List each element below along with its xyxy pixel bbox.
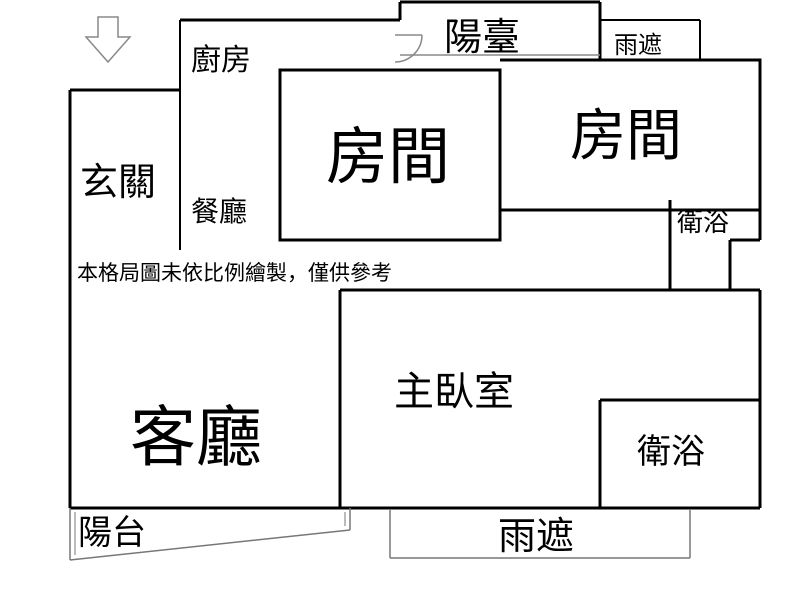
bottom-balcony [69, 508, 351, 561]
label-bath-2: 衛浴 [637, 432, 705, 472]
label-balcony-bottom: 陽台 [78, 513, 146, 553]
label-room-1: 房間 [326, 120, 450, 193]
walls [68, 0, 762, 510]
label-balcony-top: 陽臺 [444, 15, 520, 59]
label-bath-1: 衛浴 [677, 208, 729, 238]
label-canopy-top: 雨遮 [614, 31, 662, 59]
bottom-canopy [389, 510, 691, 559]
label-kitchen: 廚房 [191, 43, 251, 78]
label-entrance: 玄關 [80, 160, 156, 204]
label-living: 客廳 [130, 399, 262, 476]
entry-arrow-icon [84, 16, 132, 64]
door-swing-icon [394, 34, 423, 63]
disclaimer-text: 本格局圖未依比例繪製，僅供參考 [77, 261, 392, 285]
label-canopy-bottom: 雨遮 [498, 514, 574, 558]
label-dining: 餐廳 [191, 195, 247, 228]
label-master-bedroom: 主臥室 [394, 369, 514, 415]
label-room-2: 房間 [570, 104, 682, 169]
